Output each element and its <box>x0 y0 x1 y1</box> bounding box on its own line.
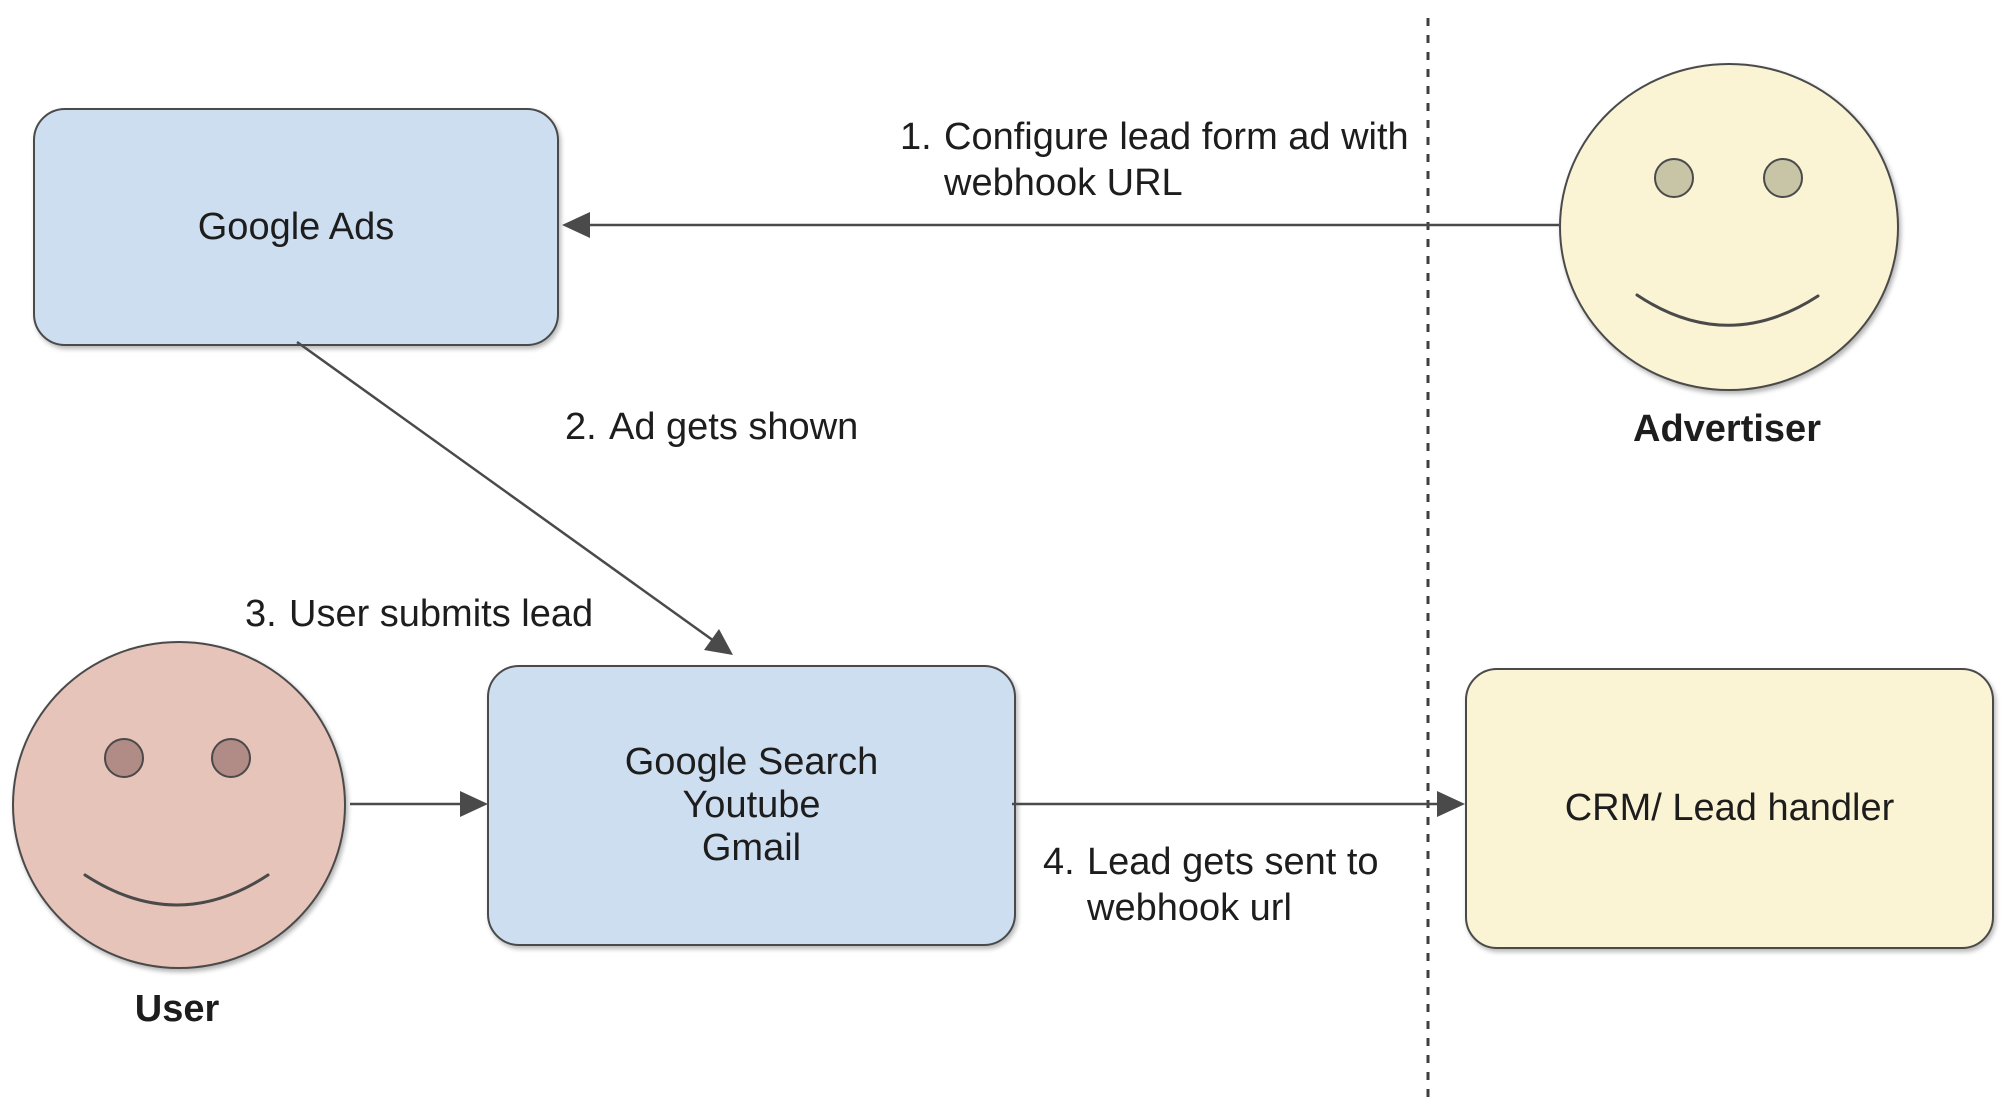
arrow-2-head-icon <box>704 629 733 655</box>
step-4-line-1: Lead gets sent to <box>1087 841 1379 883</box>
node-google-ads: Google Ads <box>33 108 559 346</box>
step-1-line-1: Configure lead form ad with <box>944 116 1409 158</box>
arrow-3-head-icon <box>460 791 488 817</box>
step-1-number: 1. <box>900 116 932 158</box>
step-1-line-2: webhook URL <box>944 162 1183 204</box>
arrow-1-head-icon <box>562 212 590 238</box>
user-face-icon <box>12 641 346 969</box>
user-eye-right-icon <box>211 738 251 778</box>
step-2-label: 2. Ad gets shown <box>565 404 858 450</box>
node-google-surfaces-line-2: Youtube <box>682 784 821 826</box>
step-4-number: 4. <box>1043 841 1075 883</box>
arrow-4-head-icon <box>1437 791 1465 817</box>
step-3-line-1: User submits lead <box>289 593 594 635</box>
user-label: User <box>134 988 220 1030</box>
step-2-line-1: Ad gets shown <box>609 406 859 448</box>
node-google-surfaces-line-3: Gmail <box>701 827 802 869</box>
node-google-surfaces-line-1: Google Search <box>624 741 879 783</box>
node-crm-lead-handler: CRM/ Lead handler <box>1465 668 1994 949</box>
step-4-line-2: webhook url <box>1087 887 1292 929</box>
advertiser-label: Advertiser <box>1633 408 1821 450</box>
node-google-ads-label: Google Ads <box>197 205 395 248</box>
advertiser-face-icon <box>1559 63 1899 391</box>
node-google-surfaces: Google Search Youtube Gmail <box>487 665 1016 946</box>
node-crm-label: CRM/ Lead handler <box>1564 787 1895 829</box>
step-3-number: 3. <box>245 593 277 635</box>
advertiser-eye-right-icon <box>1763 158 1803 198</box>
step-1-label: 1. Configure lead form ad with webhook U… <box>900 114 1409 206</box>
step-4-label: 4. Lead gets sent to webhook url <box>1043 839 1379 931</box>
advertiser-eye-left-icon <box>1654 158 1694 198</box>
user-eye-left-icon <box>104 738 144 778</box>
step-3-label: 3. User submits lead <box>245 591 593 637</box>
step-2-number: 2. <box>565 406 597 448</box>
